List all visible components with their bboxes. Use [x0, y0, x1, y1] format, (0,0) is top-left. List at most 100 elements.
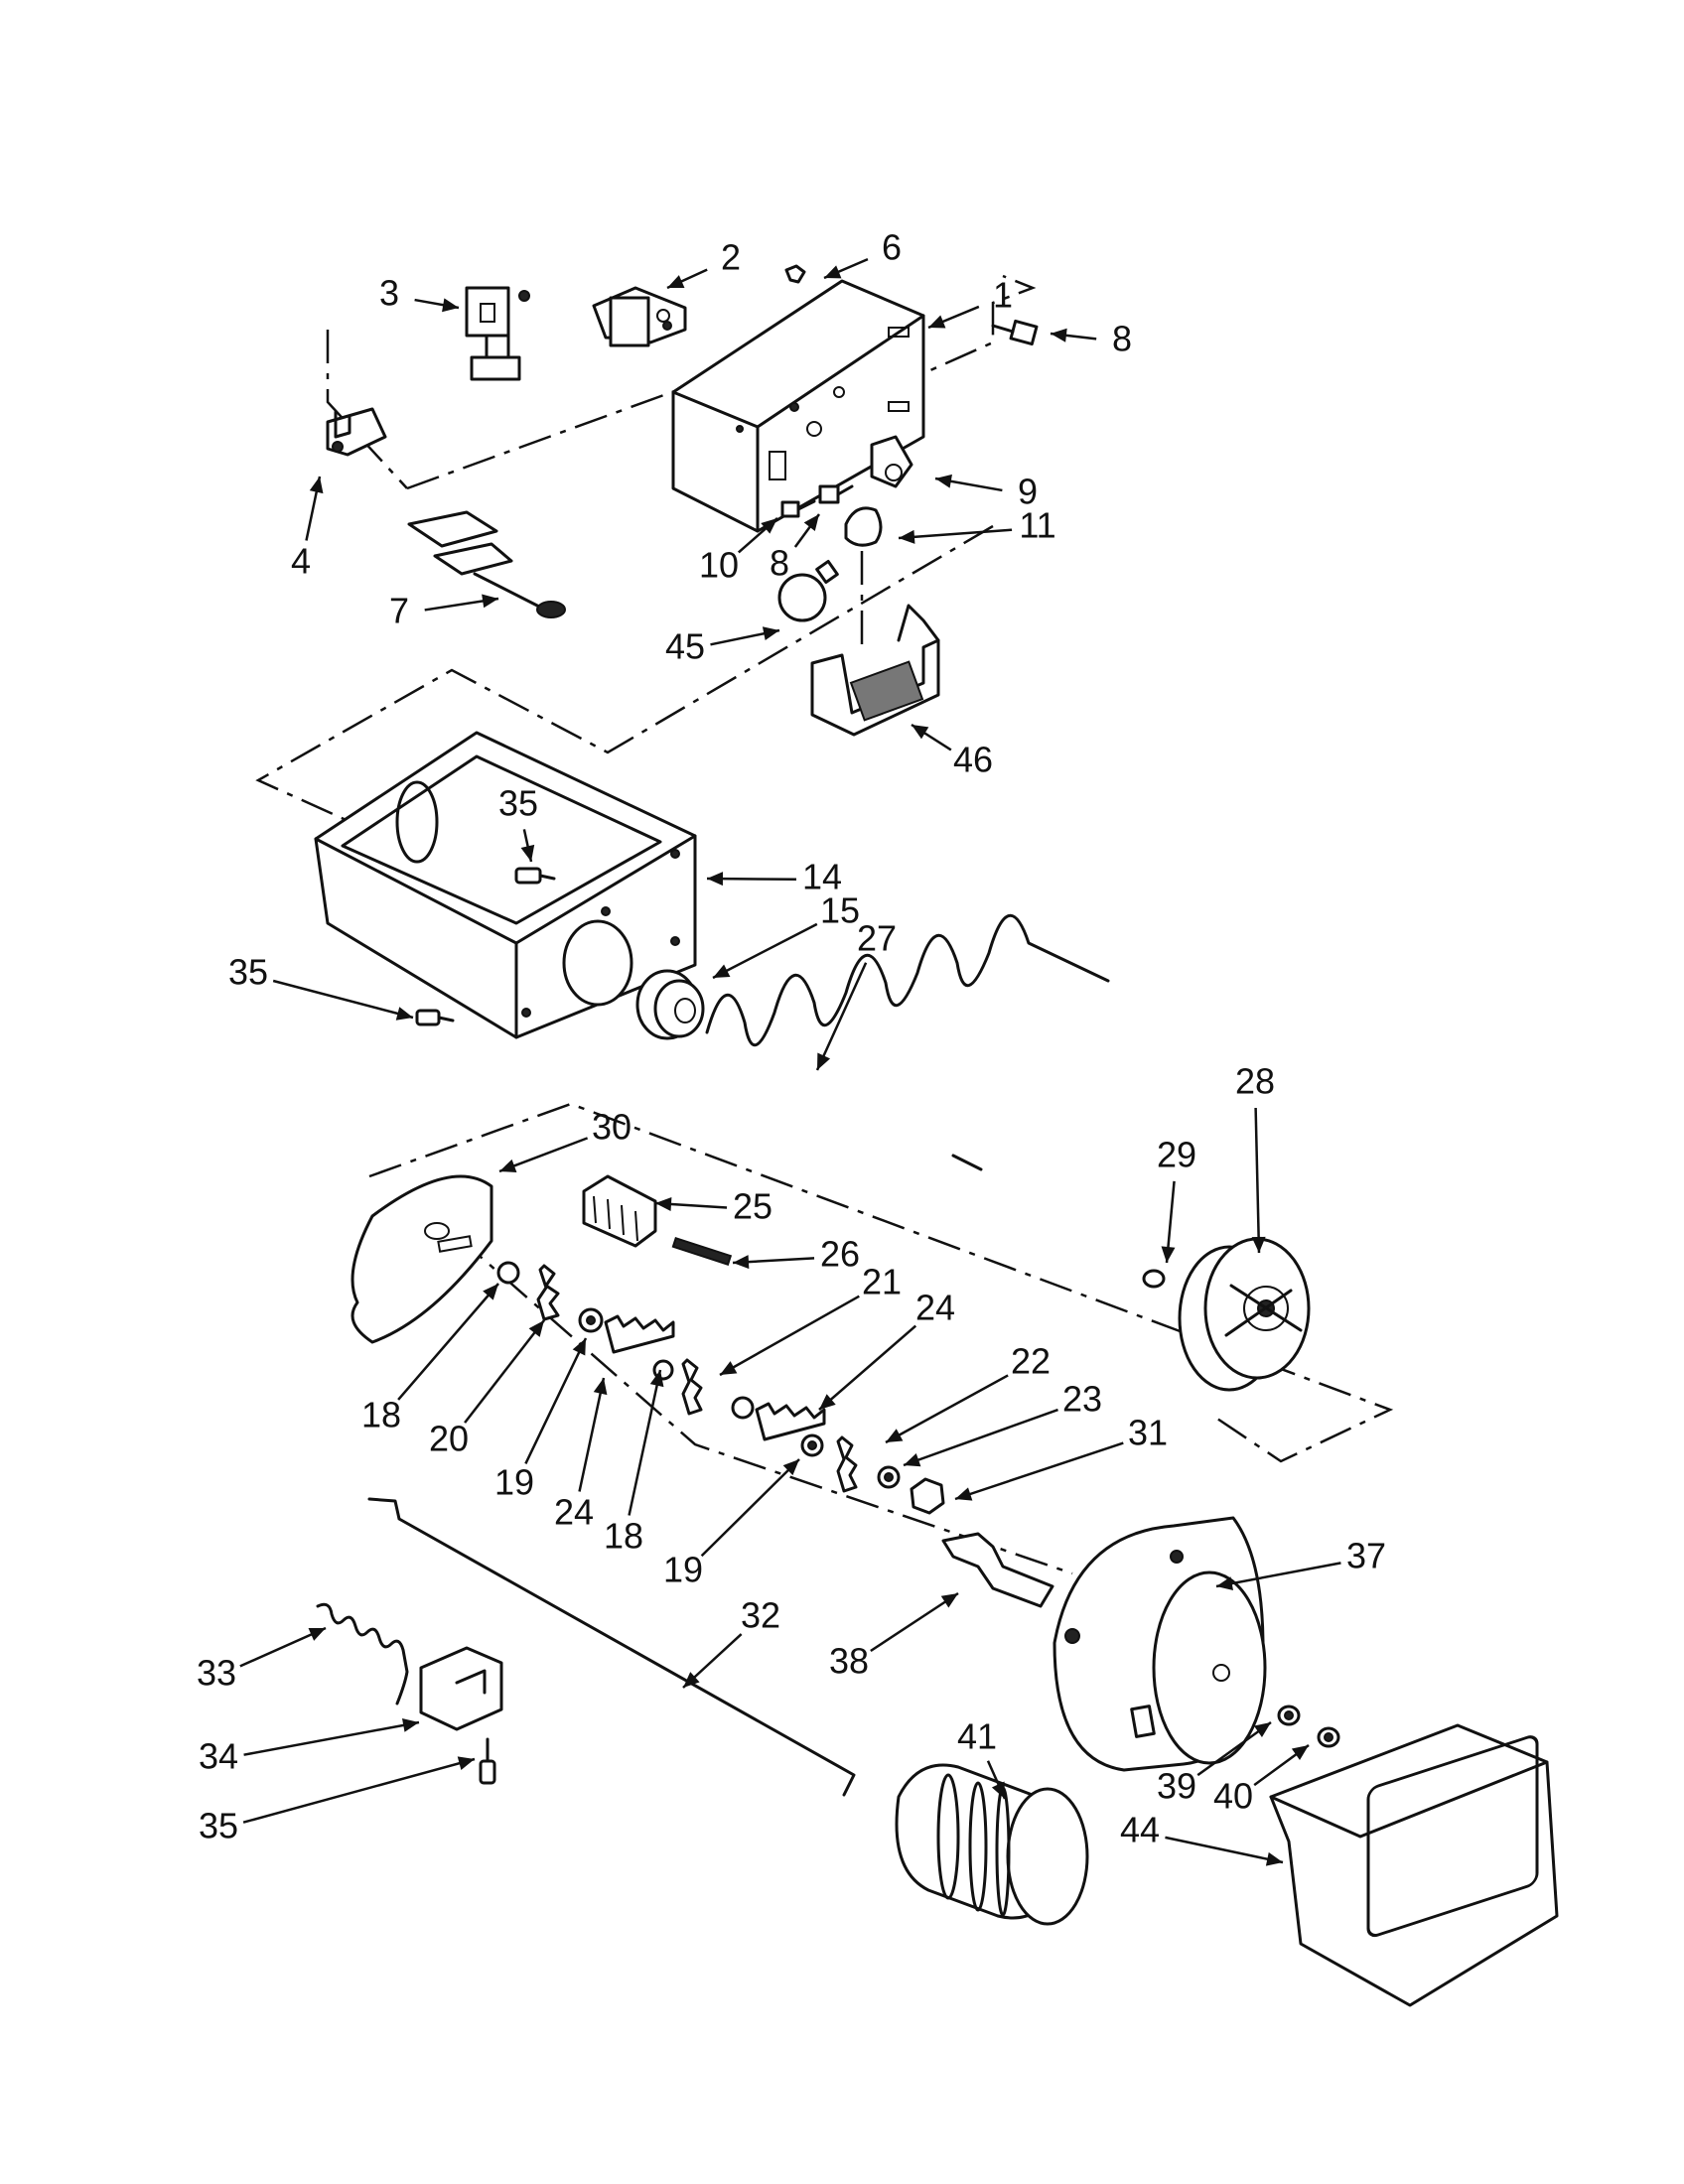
callout-c35c: 35 [199, 1806, 238, 1846]
arrowhead-c10 [761, 518, 777, 534]
part-38-lever [941, 1532, 1054, 1608]
part-4-bracket [326, 407, 387, 457]
part-35-screw-left [415, 1009, 455, 1026]
arrowhead-c24a [819, 1394, 836, 1410]
part-8-screw-left [818, 484, 854, 504]
part-2-timer-motor [592, 286, 687, 347]
arrowhead-c23 [904, 1453, 921, 1467]
callout-c3: 3 [379, 273, 399, 314]
arrowhead-c22 [886, 1429, 904, 1442]
callout-c11: 11 [1019, 505, 1055, 546]
arrowhead-c31 [955, 1487, 973, 1501]
arrowhead-c8b [803, 514, 819, 531]
callout-c20: 20 [429, 1419, 469, 1459]
assembly-guide-lines [255, 274, 1394, 1575]
callout-c35b: 35 [228, 952, 268, 993]
callout-c24b: 24 [554, 1492, 594, 1533]
callout-c29: 29 [1157, 1135, 1196, 1175]
arrowhead-c45 [762, 626, 779, 641]
callout-c41: 41 [957, 1716, 997, 1757]
arrowhead-c24b [593, 1378, 608, 1396]
leader-c21 [719, 1295, 860, 1377]
part-14-ice-bucket [314, 731, 697, 1039]
callout-c18b: 18 [604, 1516, 643, 1557]
leader-c31 [954, 1441, 1124, 1501]
arrowhead-c44 [1265, 1851, 1283, 1866]
arrowhead-c41 [991, 1781, 1005, 1799]
callout-c8a: 8 [1112, 319, 1132, 359]
arrowhead-c35b [395, 1007, 413, 1021]
arrowhead-c29 [1161, 1246, 1176, 1263]
part-8-screw-right [991, 319, 1039, 346]
arrowhead-c46 [912, 725, 929, 740]
arrowhead-c27 [817, 1052, 831, 1070]
arrowhead-c35a [520, 844, 535, 862]
part-28-drive-wheel [1178, 1237, 1311, 1392]
part-27-auger-spring [705, 913, 1110, 1171]
part-33-spring [316, 1602, 409, 1706]
callout-c33: 33 [197, 1653, 236, 1694]
leader-c18a [397, 1283, 499, 1401]
callout-c1: 1 [993, 275, 1013, 316]
arrowhead-c35c [457, 1756, 475, 1770]
leader-c19b [700, 1458, 800, 1558]
part-41-tube [895, 1763, 1089, 1926]
leader-c27 [815, 962, 868, 1071]
callout-c19a: 19 [494, 1462, 534, 1503]
leader-c35b [272, 979, 414, 1020]
callout-c44: 44 [1120, 1810, 1160, 1850]
callout-leader-lines [239, 257, 1341, 1866]
leader-c35c [242, 1757, 476, 1824]
part-45-light-bulb [777, 559, 839, 622]
parts-18-to-24-blade-stack [496, 1261, 901, 1493]
leader-c20 [464, 1319, 545, 1424]
callout-c37: 37 [1346, 1536, 1386, 1576]
leader-c19a [524, 1337, 588, 1464]
callout-c19b: 19 [663, 1550, 703, 1590]
arrowhead-c28 [1251, 1236, 1266, 1253]
callout-c30: 30 [592, 1107, 632, 1148]
callout-c8b: 8 [770, 543, 789, 584]
callout-labels: 1234678891011454635141527352829302526212… [197, 227, 1386, 1850]
arrowhead-c37 [1216, 1576, 1234, 1590]
arrowhead-c34 [402, 1717, 419, 1732]
part-46-lamp-cover [810, 604, 940, 737]
part-44-front-cover [1269, 1723, 1559, 2007]
arrowhead-c4 [309, 477, 324, 494]
part-11-lamp-socket [844, 506, 883, 547]
leader-c37 [1215, 1562, 1341, 1588]
arrowhead-c15 [713, 964, 731, 978]
callout-c38: 38 [829, 1641, 869, 1682]
callout-c18a: 18 [361, 1395, 401, 1435]
arrowhead-c39 [1253, 1722, 1271, 1737]
callout-c9: 9 [1018, 472, 1038, 512]
arrowhead-c6 [824, 265, 842, 279]
part-10-screw [780, 499, 816, 518]
part-25-crusher [582, 1174, 657, 1248]
arrowhead-c33 [308, 1627, 326, 1641]
callout-c45: 45 [665, 626, 705, 667]
part-37-motor-housing [1052, 1516, 1267, 1772]
leader-c24a [818, 1324, 917, 1411]
arrowhead-c18b [649, 1370, 664, 1388]
arrowhead-c7 [482, 594, 498, 609]
callout-c22: 22 [1011, 1341, 1051, 1382]
arrowhead-c8a [1051, 328, 1067, 342]
arrowhead-c25 [655, 1196, 672, 1211]
arrowhead-c38 [940, 1593, 958, 1608]
part-15-bearing [635, 969, 705, 1040]
callout-c2: 2 [721, 237, 741, 278]
arrowhead-c19a [572, 1338, 586, 1356]
arrowhead-c20 [528, 1320, 544, 1337]
arrowhead-c1 [928, 315, 946, 329]
part-31-nut [910, 1477, 945, 1515]
part-29-washer [1142, 1269, 1166, 1289]
arrowhead-c14 [707, 872, 724, 887]
leader-c44 [1165, 1836, 1284, 1864]
arrowhead-c11 [899, 529, 915, 544]
callout-c24a: 24 [915, 1288, 955, 1328]
part-26-pin [671, 1236, 733, 1266]
callout-c21: 21 [862, 1262, 902, 1302]
callout-c26: 26 [820, 1234, 860, 1275]
arrowhead-c32 [683, 1672, 700, 1688]
